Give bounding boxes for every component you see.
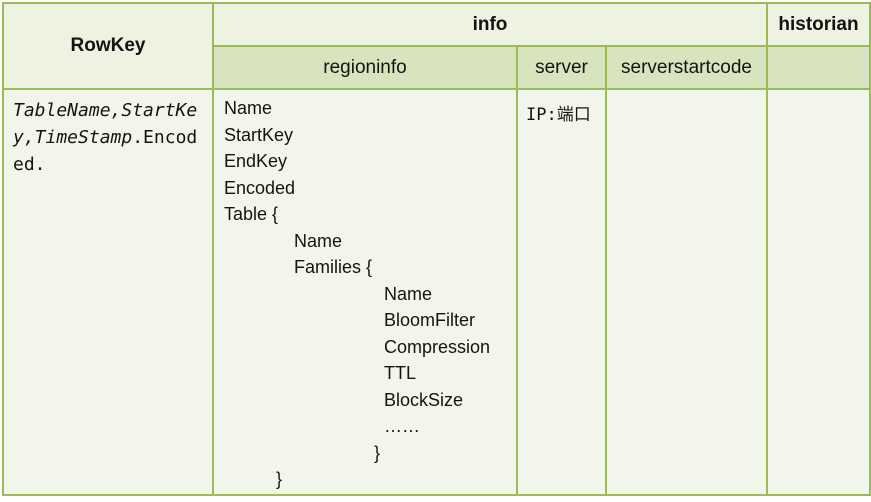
header-server: server bbox=[516, 45, 607, 90]
rowkey-value-regular-part: .Encoded. bbox=[13, 127, 198, 175]
header-regioninfo: regioninfo bbox=[212, 45, 518, 90]
body-row: TableName,StartKey,TimeStamp.Encoded. Na… bbox=[2, 88, 871, 496]
rowkey-value-text: TableName,StartKey,TimeStamp.Encoded. bbox=[5, 91, 211, 178]
header-row-top: RowKey info historian bbox=[2, 2, 871, 90]
header-historian-sub-cell bbox=[766, 45, 871, 90]
header-serverstartcode: serverstartcode bbox=[605, 45, 768, 90]
regioninfo-line: Families { bbox=[294, 257, 373, 277]
regioninfo-line: Encoded bbox=[224, 177, 296, 198]
regioninfo-line: EndKey bbox=[224, 151, 288, 171]
header-historian: historian bbox=[766, 2, 871, 47]
regioninfo-line: BlockSize bbox=[384, 389, 464, 410]
cell-historian-value bbox=[766, 88, 871, 496]
regioninfo-line: Name bbox=[224, 98, 273, 118]
cell-regioninfo-value: Name StartKey EndKey Encoded Table { Nam… bbox=[212, 88, 518, 496]
cell-rowkey-value: TableName,StartKey,TimeStamp.Encoded. bbox=[2, 88, 214, 496]
regioninfo-line: TTL bbox=[384, 363, 417, 383]
regioninfo-line: } bbox=[374, 442, 381, 463]
cell-serverstartcode-value bbox=[605, 88, 768, 496]
regioninfo-line: BloomFilter bbox=[384, 310, 476, 330]
regioninfo-line: Name bbox=[384, 283, 433, 304]
header-row-sub: regioninfo server serverstartcode bbox=[3, 45, 871, 90]
header-info: info bbox=[212, 2, 768, 47]
regioninfo-line: Compression bbox=[384, 336, 491, 357]
header-rowkey: RowKey bbox=[2, 2, 214, 90]
regioninfo-line: …… bbox=[384, 416, 420, 436]
regioninfo-line: } bbox=[276, 469, 283, 489]
regioninfo-line: StartKey bbox=[224, 124, 294, 145]
regioninfo-line: Table { bbox=[224, 204, 279, 224]
regioninfo-line: Name bbox=[294, 230, 343, 251]
rowkey-value-italic-part: TableName,StartKey,TimeStamp bbox=[13, 100, 198, 148]
regioninfo-structure: Name StartKey EndKey Encoded Table { Nam… bbox=[215, 91, 515, 493]
server-value-text: IP:端口 bbox=[526, 105, 591, 125]
cell-server-value: IP:端口 bbox=[516, 88, 607, 496]
